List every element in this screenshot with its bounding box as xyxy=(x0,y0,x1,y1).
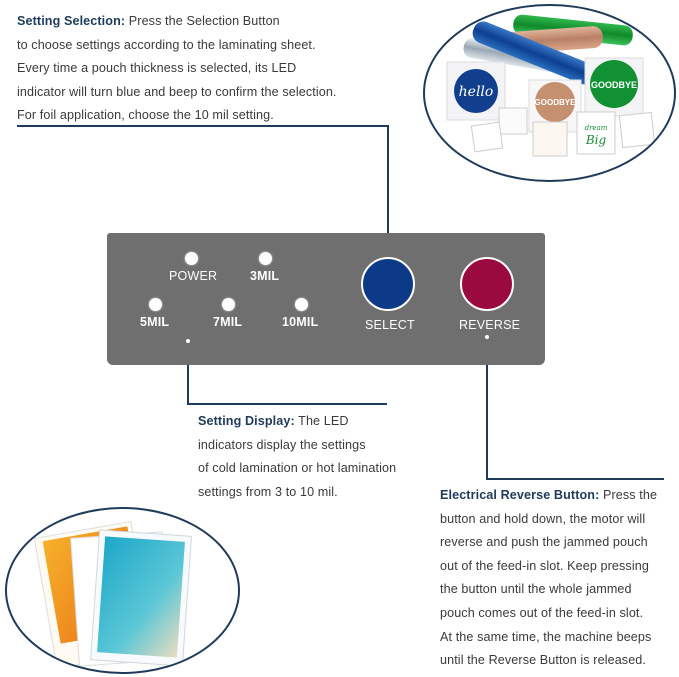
hello-badge xyxy=(454,69,498,113)
3mil-led xyxy=(259,252,272,265)
reverse-info-line: out of the feed-in slot. Keep pressing xyxy=(440,558,649,573)
setting-selection-line: Every time a pouch thickness is selected… xyxy=(17,61,297,76)
power-label: POWER xyxy=(169,269,218,283)
5mil-label: 5MIL xyxy=(140,315,170,329)
big-text: Big xyxy=(585,133,607,147)
setting-selection-line: to choose settings according to the lami… xyxy=(17,37,316,52)
reverse-info-line: button and hold down, the motor will xyxy=(440,511,646,526)
goodbye-text-copper: GOODBYE xyxy=(535,98,577,107)
reverse-info-line: until the Reverse Button is released. xyxy=(440,653,647,668)
setting-display-line: The LED xyxy=(294,414,349,428)
dream-text: dream xyxy=(585,124,608,132)
power-led xyxy=(185,252,198,265)
reverse-button-description: Electrical Reverse Button: Press the but… xyxy=(440,484,657,673)
setting-display-title: Setting Display: xyxy=(198,414,295,428)
reverse-button[interactable] xyxy=(460,257,514,311)
setting-selection-line: For foil application, choose the 10 mil … xyxy=(17,108,274,123)
dream-big-card xyxy=(576,111,616,155)
display-leader-horizontal xyxy=(187,403,387,405)
reverse-anchor-dot xyxy=(485,335,489,339)
goodbye-badge-green xyxy=(590,60,638,108)
small-card-4 xyxy=(618,111,656,149)
small-card-3 xyxy=(532,121,568,157)
display-anchor-dot xyxy=(186,339,190,343)
selection-leader-horizontal xyxy=(17,125,389,127)
setting-selection-title: Setting Selection: xyxy=(17,14,126,28)
selection-leader-vertical xyxy=(387,125,389,261)
display-leader-vertical xyxy=(187,342,189,404)
beach-print xyxy=(97,536,185,658)
5mil-led xyxy=(149,298,162,311)
reverse-info-line: the button until the whole jammed xyxy=(440,582,632,597)
setting-selection-description: Setting Selection: Press the Selection B… xyxy=(17,10,337,128)
10mil-label: 10MIL xyxy=(282,315,319,329)
blue-foil-roll xyxy=(472,21,596,85)
goodbye-text-green: GOODBYE xyxy=(591,80,637,90)
reverse-info-line: reverse and push the jammed pouch xyxy=(440,535,648,550)
reverse-info-line: Press the xyxy=(599,488,658,502)
foil-samples-image: hello GOODBYE GOODBYE dream Big xyxy=(423,4,676,182)
small-card-2 xyxy=(470,121,504,153)
laminated-pouches-illustration xyxy=(33,520,192,670)
reverse-label: REVERSE xyxy=(459,318,521,332)
hello-text: hello xyxy=(459,84,494,100)
reverse-leader-horizontal xyxy=(486,478,664,480)
setting-display-description: Setting Display: The LED indicators disp… xyxy=(198,410,396,504)
select-button[interactable] xyxy=(361,257,415,311)
setting-display-line: indicators display the settings xyxy=(198,437,366,452)
7mil-label: 7MIL xyxy=(213,315,243,329)
3mil-label: 3MIL xyxy=(250,269,280,283)
setting-selection-line: Press the Selection Button xyxy=(125,14,280,28)
setting-display-line: settings from 3 to 10 mil. xyxy=(198,484,338,499)
10mil-led xyxy=(295,298,308,311)
laminated-pouches-image xyxy=(5,507,240,674)
reverse-info-title: Electrical Reverse Button: xyxy=(440,488,600,502)
foil-samples-illustration: hello GOODBYE GOODBYE dream Big xyxy=(446,14,656,157)
reverse-info-line: At the same time, the machine beeps xyxy=(440,629,652,644)
goodbye-badge-copper xyxy=(535,82,575,122)
select-label: SELECT xyxy=(365,318,415,332)
reverse-info-line: pouch comes out of the feed-in slot. xyxy=(440,605,644,620)
small-card-1 xyxy=(498,107,528,135)
control-panel: POWER 3MIL 5MIL 7MIL 10MIL SELECT REVERS… xyxy=(107,233,545,365)
7mil-led xyxy=(222,298,235,311)
reverse-leader-vertical xyxy=(486,338,488,480)
setting-display-line: of cold lamination or hot lamination xyxy=(198,461,397,476)
setting-selection-line: indicator will turn blue and beep to con… xyxy=(17,84,337,99)
